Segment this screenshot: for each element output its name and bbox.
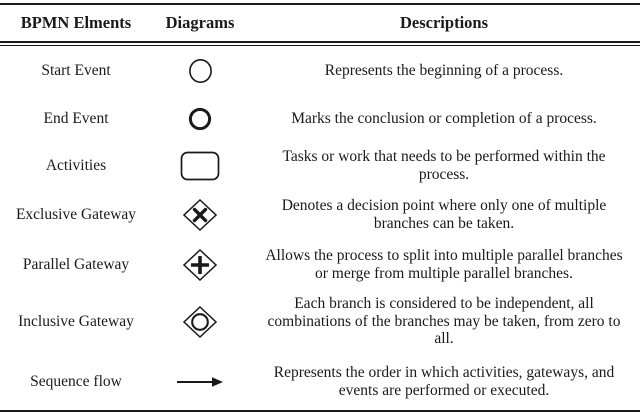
parallel-gateway-diamond-plus-icon xyxy=(183,248,217,281)
sequence-flow-arrow-icon xyxy=(177,375,223,389)
element-name: Parallel Gateway xyxy=(22,255,130,273)
diagram-cell xyxy=(152,248,248,281)
element-description: Represents the beginning of a process. xyxy=(324,61,564,79)
element-name: Inclusive Gateway xyxy=(18,312,134,330)
inclusive-gateway-diamond-circle-icon xyxy=(183,305,217,338)
table-row: Parallel Gateway Allows the process to s… xyxy=(0,240,640,290)
table-row: Sequence flow Represents the order in wh… xyxy=(0,354,640,410)
header-diagrams: Diagrams xyxy=(165,12,235,32)
diagram-cell xyxy=(152,198,248,231)
diagram-cell xyxy=(152,375,248,389)
element-description: Marks the conclusion or completion of a … xyxy=(291,109,597,127)
exclusive-gateway-diamond-x-icon xyxy=(183,198,217,231)
element-name: Sequence flow xyxy=(30,372,122,390)
diagram-cell xyxy=(152,151,248,181)
table-header-row: BPMN Elments Diagrams Descriptions xyxy=(0,5,640,41)
activity-rounded-rectangle-icon xyxy=(180,151,220,181)
diagram-cell xyxy=(152,305,248,338)
element-description: Denotes a decision point where only one … xyxy=(281,196,607,232)
element-description: Tasks or work that needs to be performed… xyxy=(282,147,606,183)
diagram-cell xyxy=(152,107,248,131)
table-row: Exclusive Gateway Denotes a decision poi… xyxy=(0,190,640,240)
table-row: Inclusive Gateway Each branch is conside… xyxy=(0,290,640,354)
element-description: Each branch is considered to be independ… xyxy=(267,295,621,348)
table-row: Activities Tasks or work that needs to b… xyxy=(0,142,640,190)
element-description: Represents the order in which activities… xyxy=(273,363,615,399)
diagram-cell xyxy=(152,58,248,84)
header-separator-line xyxy=(0,41,640,46)
element-name: End Event xyxy=(43,109,109,127)
table-body: Start Event Represents the beginning of … xyxy=(0,46,640,410)
element-description: Allows the process to split into multipl… xyxy=(265,246,623,282)
element-name: Activities xyxy=(45,156,107,174)
header-bpmn-elements: BPMN Elments xyxy=(20,12,132,32)
element-name: Start Event xyxy=(41,61,111,79)
table-bottom-border xyxy=(0,409,640,412)
end-event-thick-circle-icon xyxy=(188,107,212,131)
table-row: End Event Marks the conclusion or comple… xyxy=(0,96,640,142)
element-name: Exclusive Gateway xyxy=(15,205,137,223)
table-top-border xyxy=(0,3,640,5)
start-event-circle-icon xyxy=(188,58,213,84)
table-row: Start Event Represents the beginning of … xyxy=(0,46,640,96)
header-descriptions: Descriptions xyxy=(400,12,488,32)
